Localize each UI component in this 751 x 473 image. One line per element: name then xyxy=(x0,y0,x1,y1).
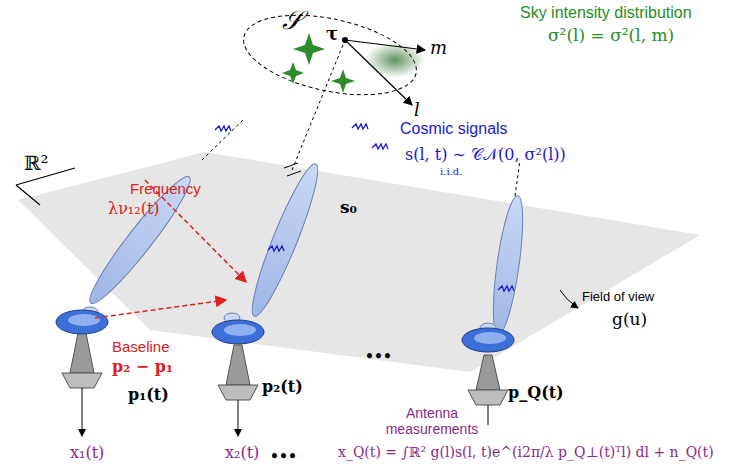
break-mark xyxy=(284,163,301,176)
fov-value: g(u) xyxy=(612,310,647,330)
measure-label: x₂(t) xyxy=(225,444,259,462)
m-axis xyxy=(345,40,425,50)
direction-label: s₀ xyxy=(340,198,357,218)
signal-formula: s(l, t) ∼ 𝒞𝒩(0, σ²(l)) xyxy=(405,146,566,164)
baseline-value: p₂ − p₁ xyxy=(112,358,173,376)
sky-title: Sky intensity distribution xyxy=(520,4,692,22)
plane xyxy=(18,152,700,372)
measure-formula: x_Q(t) = ∫ℝ² g(l)s(l, t)e^(i2π/λ p_Q⊥(t)… xyxy=(338,444,714,460)
measure-label: x₁(t) xyxy=(70,444,104,462)
tau-symbol: τ xyxy=(326,24,338,45)
baseline-title: Baseline xyxy=(112,338,170,355)
position-label: p₂(t) xyxy=(262,378,303,396)
signal-title: Cosmic signals xyxy=(400,120,508,138)
measure-title: Antenna measurements xyxy=(382,405,482,437)
frequency-value: λν₁₂(t) xyxy=(108,200,160,218)
position-label: p₁(t) xyxy=(128,386,169,404)
frequency-title: Frequency xyxy=(130,180,201,197)
l-axis xyxy=(345,40,412,105)
m-axis-label: m xyxy=(430,38,447,59)
sky-symbol: 𝒮 xyxy=(282,6,302,36)
ellipsis: ••• xyxy=(365,348,392,364)
position-label: p_Q(t) xyxy=(508,384,564,402)
l-axis-label: l xyxy=(414,100,420,121)
iid-note: i.i.d. xyxy=(440,166,462,178)
look-line xyxy=(292,40,345,170)
plane-symbol: ℝ² xyxy=(24,152,49,175)
sky-blob xyxy=(365,42,425,78)
fov-pointer xyxy=(560,290,578,308)
ellipsis: ••• xyxy=(270,448,297,464)
sky-formula: σ²(l) = σ²(l, m) xyxy=(548,26,674,46)
fov-title: Field of view xyxy=(582,290,654,305)
baseline-arrow xyxy=(95,300,226,318)
